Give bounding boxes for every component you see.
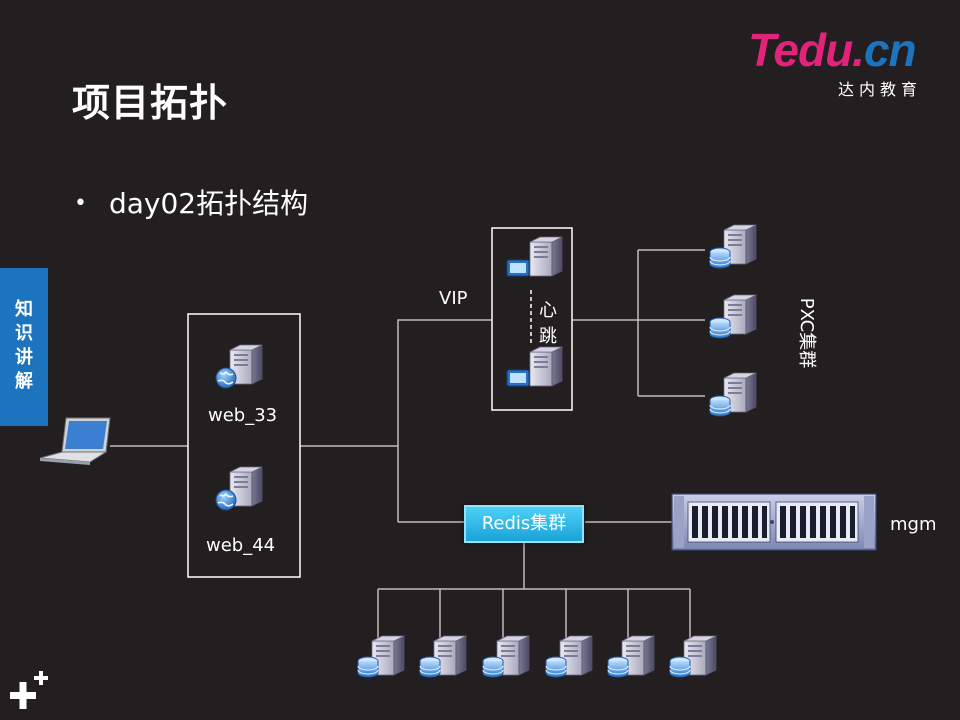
rack-server-icon (671, 493, 877, 551)
tedu-logo: Tedu.cn 达内教育 (748, 24, 928, 99)
database-server-icon (669, 635, 717, 678)
database-server-icon (482, 635, 530, 678)
database-server-icon (419, 635, 467, 678)
web-node-label: web_44 (206, 535, 276, 556)
web-group-box (187, 313, 301, 578)
database-server-icon (607, 635, 655, 678)
side-tab-char: 解 (15, 371, 33, 392)
logo-text: Tedu.cn (748, 24, 917, 76)
web-node-label: web_33 (208, 405, 278, 426)
proxy-server-icon (506, 236, 563, 277)
pxc-cluster-label: PXC集群 (796, 297, 817, 369)
mgm-label: mgm (890, 514, 937, 535)
proxy-group-box (491, 227, 573, 411)
logo-subtitle: 达内教育 (837, 80, 922, 99)
redis-cluster-box: Redis集群 (464, 505, 584, 543)
bullet-item: •day02拓扑结构 (74, 187, 309, 220)
plus-logo-icon (10, 671, 48, 709)
heartbeat-label: 心 (539, 300, 557, 321)
database-server-icon (709, 372, 757, 417)
vip-label: VIP (439, 288, 468, 309)
side-tab: 知 识 讲 解 (0, 268, 48, 426)
connection-lines (110, 249, 705, 640)
proxy-server-icon (506, 346, 563, 387)
laptop-icon (39, 417, 111, 465)
database-server-icon (709, 294, 757, 339)
database-server-icon (357, 635, 405, 678)
side-tab-char: 知 (15, 299, 33, 320)
page-title: 项目拓扑 (72, 81, 229, 125)
web-server-icon (215, 344, 263, 389)
database-server-icon (545, 635, 593, 678)
database-server-icon (709, 224, 757, 269)
heartbeat-label: 跳 (539, 326, 557, 347)
bullet-text: day02拓扑结构 (108, 187, 309, 220)
side-tab-char: 讲 (15, 347, 33, 368)
side-tab-char: 识 (15, 323, 33, 344)
web-server-icon (215, 466, 263, 511)
